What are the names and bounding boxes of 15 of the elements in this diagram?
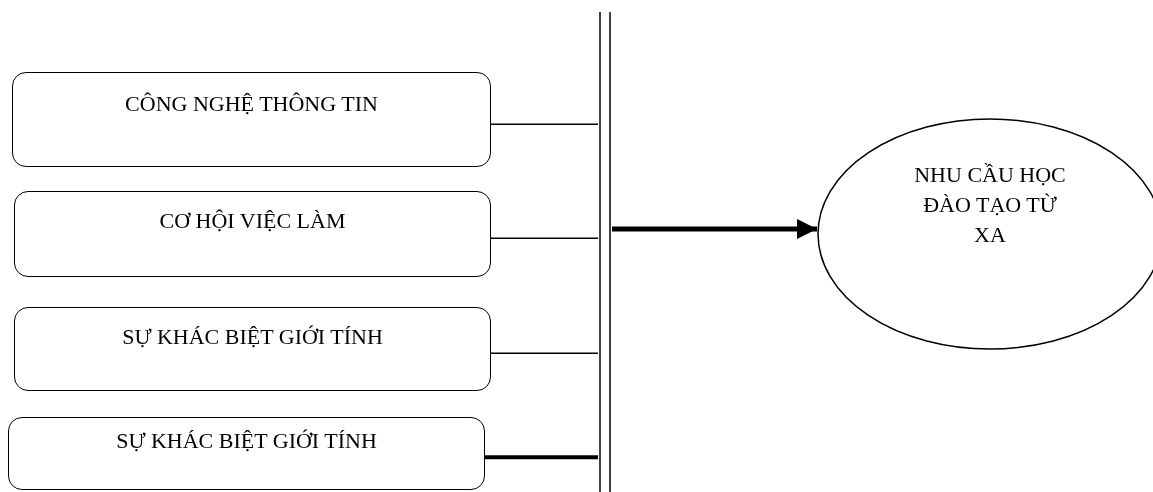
arrow	[612, 219, 817, 239]
factor-box	[14, 191, 491, 277]
connector-line	[485, 455, 598, 460]
factor-label: CƠ HỘI VIỆC LÀM	[158, 207, 347, 235]
factor-box	[14, 307, 491, 391]
outcome-label: NHU CẦU HỌC ĐÀO TẠO TỪ XA	[913, 161, 1067, 249]
double-vertical-bar	[598, 12, 612, 492]
factor-box	[12, 72, 491, 167]
factor-label: SỰ KHÁC BIỆT GIỚI TÍNH	[121, 323, 384, 351]
connector-line	[490, 237, 599, 240]
factor-label: CÔNG NGHỆ THÔNG TIN	[124, 90, 379, 118]
connector-line	[490, 123, 599, 125]
factor-label: SỰ KHÁC BIỆT GIỚI TÍNH	[115, 427, 378, 455]
connector-line	[490, 352, 599, 354]
factor-box	[8, 417, 485, 490]
